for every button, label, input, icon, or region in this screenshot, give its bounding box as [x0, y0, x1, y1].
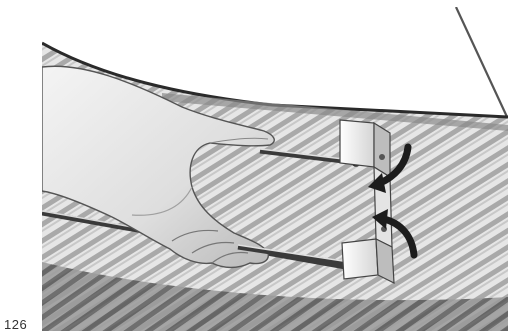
manual-photo	[42, 7, 508, 331]
page-number: 126	[4, 318, 27, 332]
